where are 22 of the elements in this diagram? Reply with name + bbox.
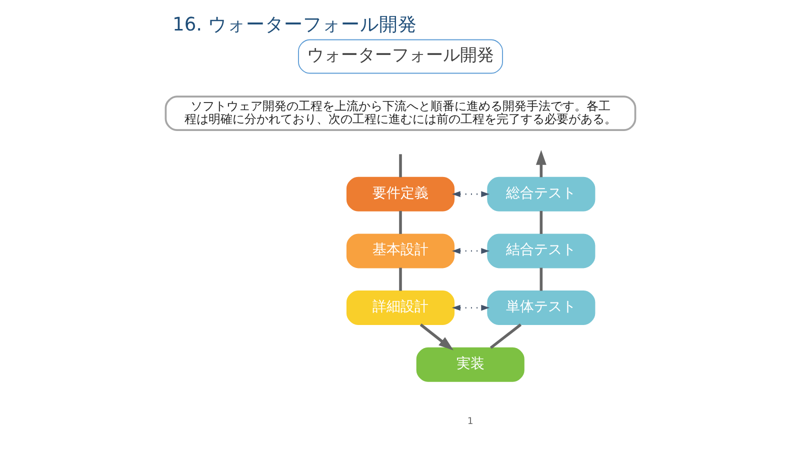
node-box: 結合テスト [486, 234, 595, 268]
node-box: 詳細設計 [346, 290, 454, 326]
arrow [535, 150, 546, 178]
node-box: 総合テスト [486, 176, 595, 212]
label: 1 [466, 416, 473, 427]
node-box: ソフトウェア開発の工程を上流から下流へと順番に進める開発手法です。各工程は明確に分かれており、次の工程に進むには前の工程を完了する必要がある。 [164, 96, 636, 132]
node-box: 単体テスト [486, 290, 595, 326]
connector [398, 210, 402, 234]
arrow [451, 191, 490, 198]
arrow [419, 324, 454, 350]
diagram-title: 16. ウォーターフォール開発 [172, 14, 417, 36]
connector [539, 210, 542, 234]
arrow [451, 304, 490, 311]
node-box: ウォーターフォール開発 [298, 39, 502, 74]
node-box: 基本設計 [346, 234, 454, 268]
connector [398, 154, 402, 178]
connector [489, 324, 522, 349]
connector [398, 268, 402, 291]
node-box: 要件定義 [346, 176, 454, 212]
node-box: 実装 [416, 347, 524, 382]
arrow [451, 248, 490, 254]
connector [539, 268, 542, 291]
